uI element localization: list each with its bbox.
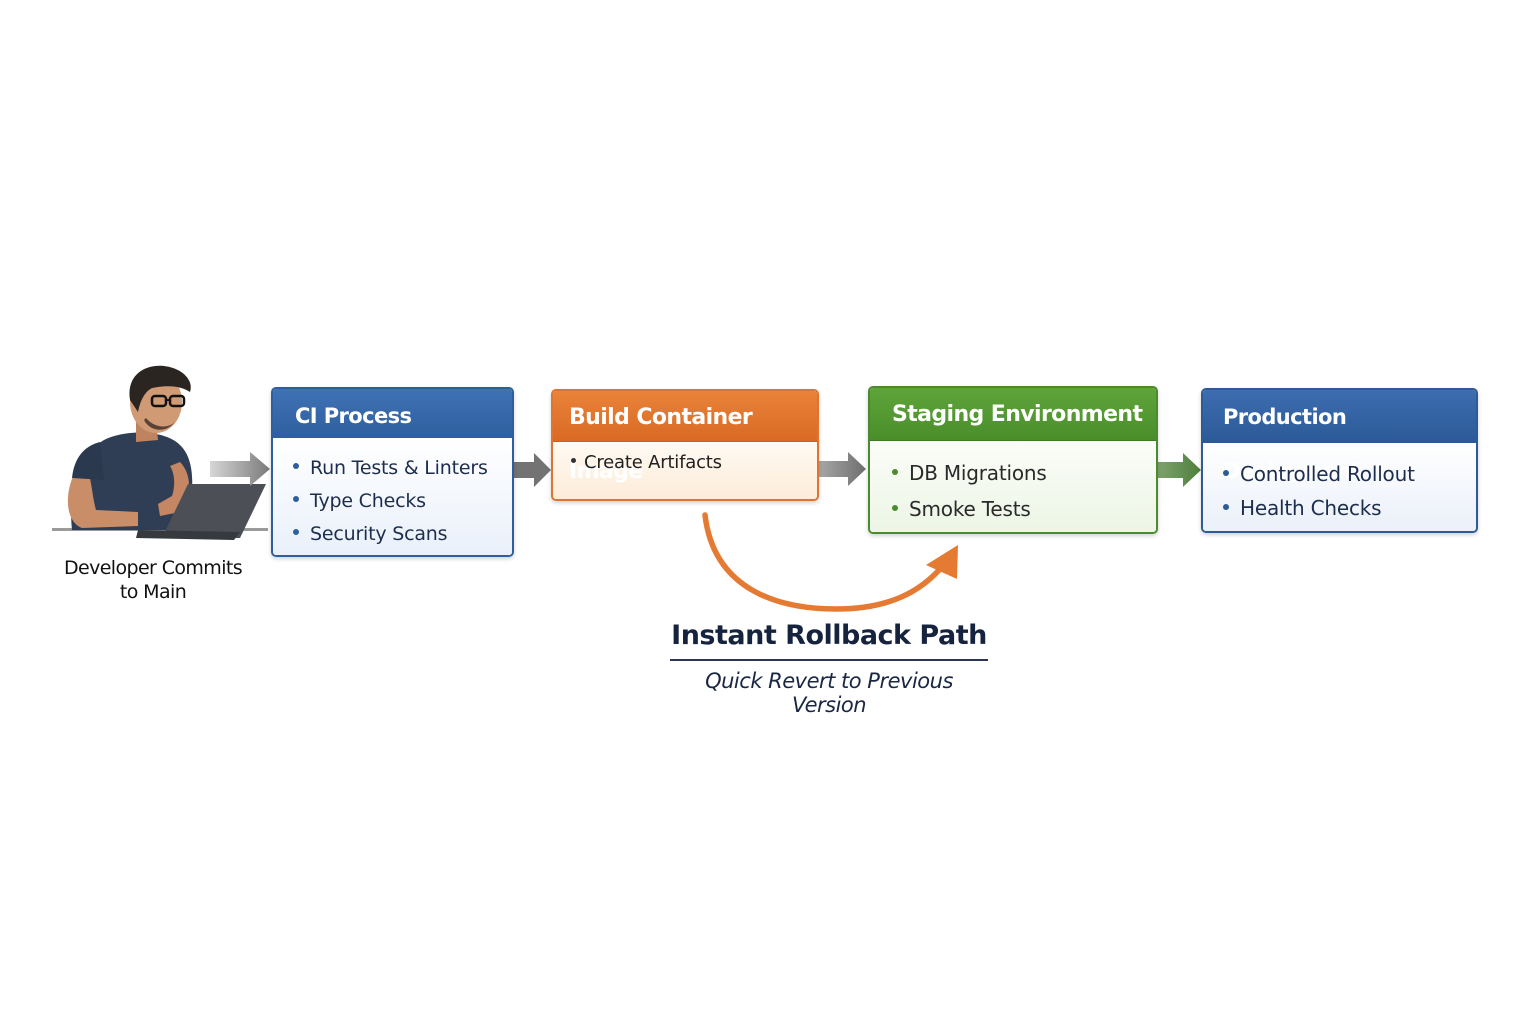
bullet-icon [293,528,299,535]
stage-item-text: DB Migrations [909,461,1047,485]
rollback-title: Instant Rollback Path [671,620,987,651]
stage-item-text: Controlled Rollout [1240,462,1415,486]
bullet-icon [892,468,898,475]
stage-body: Controlled Rollout Health Checks [1203,442,1476,531]
bullet-icon [892,504,898,511]
stage-build-container-image: Build Container Image Create Artifacts [551,389,819,501]
arm-left [67,472,138,528]
stage-item-text: Smoke Tests [909,497,1031,521]
stage-item: Health Checks [1223,491,1476,525]
rollback-curved-arrow-icon [702,512,958,612]
bullet-icon [571,457,576,463]
bullet-icon [1223,503,1229,510]
bullet-icon [293,495,299,502]
arrow-to-production-icon [1157,453,1201,487]
arrow-to-build-icon [512,453,551,487]
stage-staging-environment: Staging Environment DB Migrations Smoke … [868,386,1158,534]
stage-title: Staging Environment [870,388,1156,440]
laptop-screen [162,484,266,538]
stage-item: Run Tests & Linters [293,452,512,485]
rollback-divider [670,659,988,661]
bullet-icon [1223,469,1229,476]
stage-item: Controlled Rollout [1223,457,1476,491]
rollback-subtitle: Quick Revert to Previous Version [705,669,953,717]
developer-label: Developer Commits to Main [50,556,256,604]
stage-item: Type Checks [293,485,512,518]
stage-item: Security Scans [293,518,512,551]
stage-items: Run Tests & Linters Type Checks Security… [293,452,512,551]
developer-label-line1: Developer Commits [63,557,243,579]
stage-title: Build Container Image [553,391,817,484]
stage-item-text: Create Artifacts [584,452,722,473]
stage-items: Controlled Rollout Health Checks [1223,457,1476,525]
developer-illustration-icon [52,365,268,540]
beard [144,418,176,430]
stage-item-text: Security Scans [310,523,448,545]
stage-title: CI Process [273,389,512,437]
developer-label-line2: to Main [119,581,187,603]
stage-item-text: Type Checks [310,490,426,512]
stage-body: Run Tests & Linters Type Checks Security… [273,437,512,555]
stage-item: Create Artifacts [571,446,817,479]
stage-production-deployment: Production Deployment Controlled Rollout… [1201,388,1478,533]
arrow-to-staging-icon [818,452,866,486]
laptop-base [136,530,240,540]
stage-item: Smoke Tests [892,491,1156,527]
stage-title: Production Deployment [1203,390,1476,483]
stage-ci-process: CI Process Run Tests & Linters Type Chec… [271,387,514,557]
sleeve [72,442,104,480]
stage-item: DB Migrations [892,455,1156,491]
hair [129,365,191,412]
bullet-icon [293,462,299,469]
stage-items: Create Artifacts [571,446,817,479]
stage-item-text: Run Tests & Linters [310,457,488,479]
stage-item-text: Health Checks [1240,496,1382,520]
stage-body: DB Migrations Smoke Tests [870,440,1156,532]
stage-body: Create Artifacts [553,441,817,499]
arrow-to-ci-icon [210,452,270,486]
stage-items: DB Migrations Smoke Tests [892,455,1156,527]
